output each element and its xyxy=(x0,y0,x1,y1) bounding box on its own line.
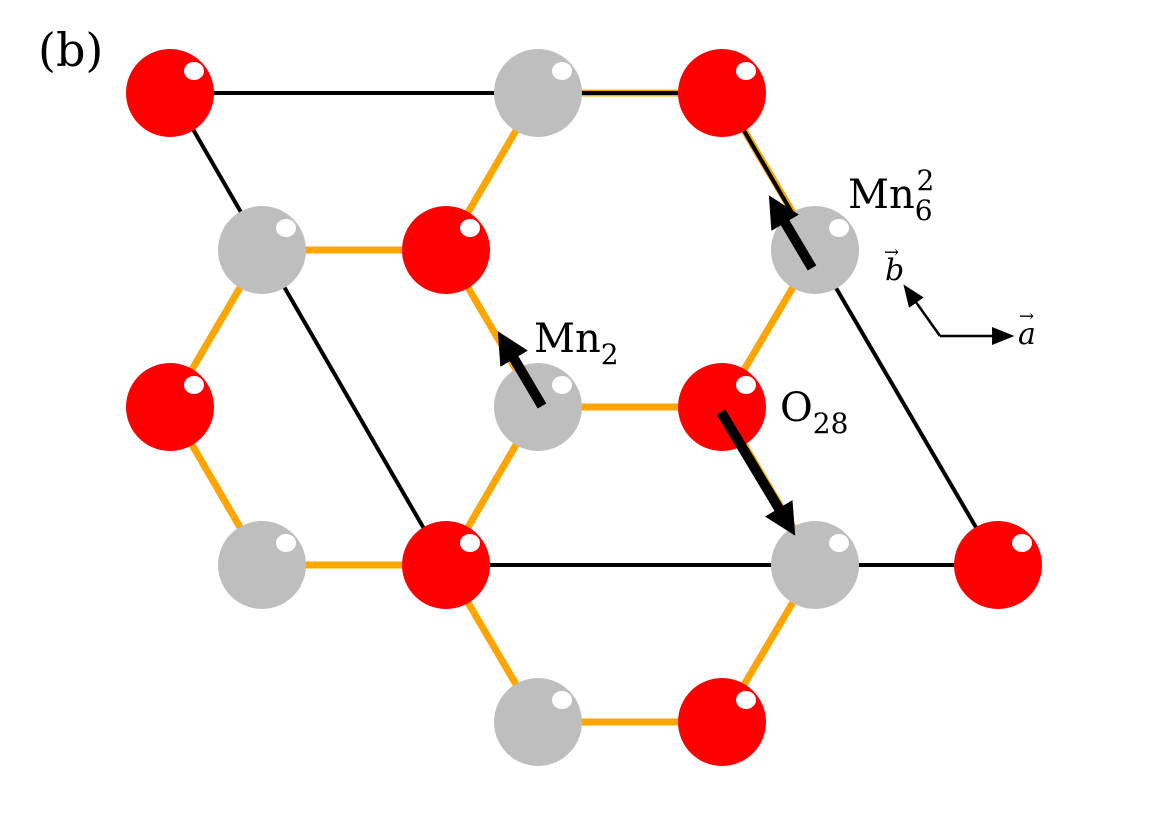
spin-arrow-mn6 xyxy=(768,195,817,271)
atom-highlight xyxy=(829,219,849,237)
atom-highlight xyxy=(736,62,756,80)
axis-a-vector-mark: → xyxy=(1019,306,1034,327)
atom-highlight xyxy=(552,62,572,80)
manganese-atom xyxy=(494,678,582,766)
manganese-atom xyxy=(771,521,859,609)
manganese-atom xyxy=(218,521,306,609)
atom-highlight xyxy=(736,691,756,709)
axis-b-arrow xyxy=(903,284,942,337)
atom-highlight xyxy=(184,62,204,80)
spin-arrow-mn2 xyxy=(497,331,547,409)
oxygen-atom xyxy=(126,363,214,451)
oxygen-atom xyxy=(126,49,214,137)
panel-label: (b) xyxy=(38,23,103,77)
manganese-atom xyxy=(218,206,306,294)
oxygen-atom xyxy=(402,521,490,609)
atom-highlight xyxy=(460,219,480,237)
atom-highlight xyxy=(276,534,296,552)
spin-arrows xyxy=(497,195,817,536)
atom-highlight xyxy=(552,691,572,709)
atom-highlight xyxy=(1012,534,1032,552)
oxygen-atom xyxy=(678,678,766,766)
lattice-axes: a → b → xyxy=(884,242,1036,352)
atom-layer xyxy=(126,49,1042,766)
axis-a-label: a xyxy=(1018,317,1036,352)
atom-label-mn6: Mn62 xyxy=(848,164,934,227)
axis-b-label: b xyxy=(885,253,904,288)
atom-highlight xyxy=(460,534,480,552)
axis-b-vector-mark: → xyxy=(884,242,899,263)
atom-label-o28: O28 xyxy=(780,385,848,440)
oxygen-atom xyxy=(402,206,490,294)
oxygen-atom xyxy=(954,521,1042,609)
atom-highlight xyxy=(736,376,756,394)
manganese-atom xyxy=(494,49,582,137)
atom-highlight xyxy=(276,219,296,237)
spin-arrow-o28 xyxy=(716,409,796,536)
atom-highlight xyxy=(184,376,204,394)
atom-label-mn2: Mn2 xyxy=(534,316,619,371)
atom-highlight xyxy=(552,376,572,394)
oxygen-atom xyxy=(678,49,766,137)
atom-highlight xyxy=(829,534,849,552)
oxygen-atom xyxy=(678,363,766,451)
